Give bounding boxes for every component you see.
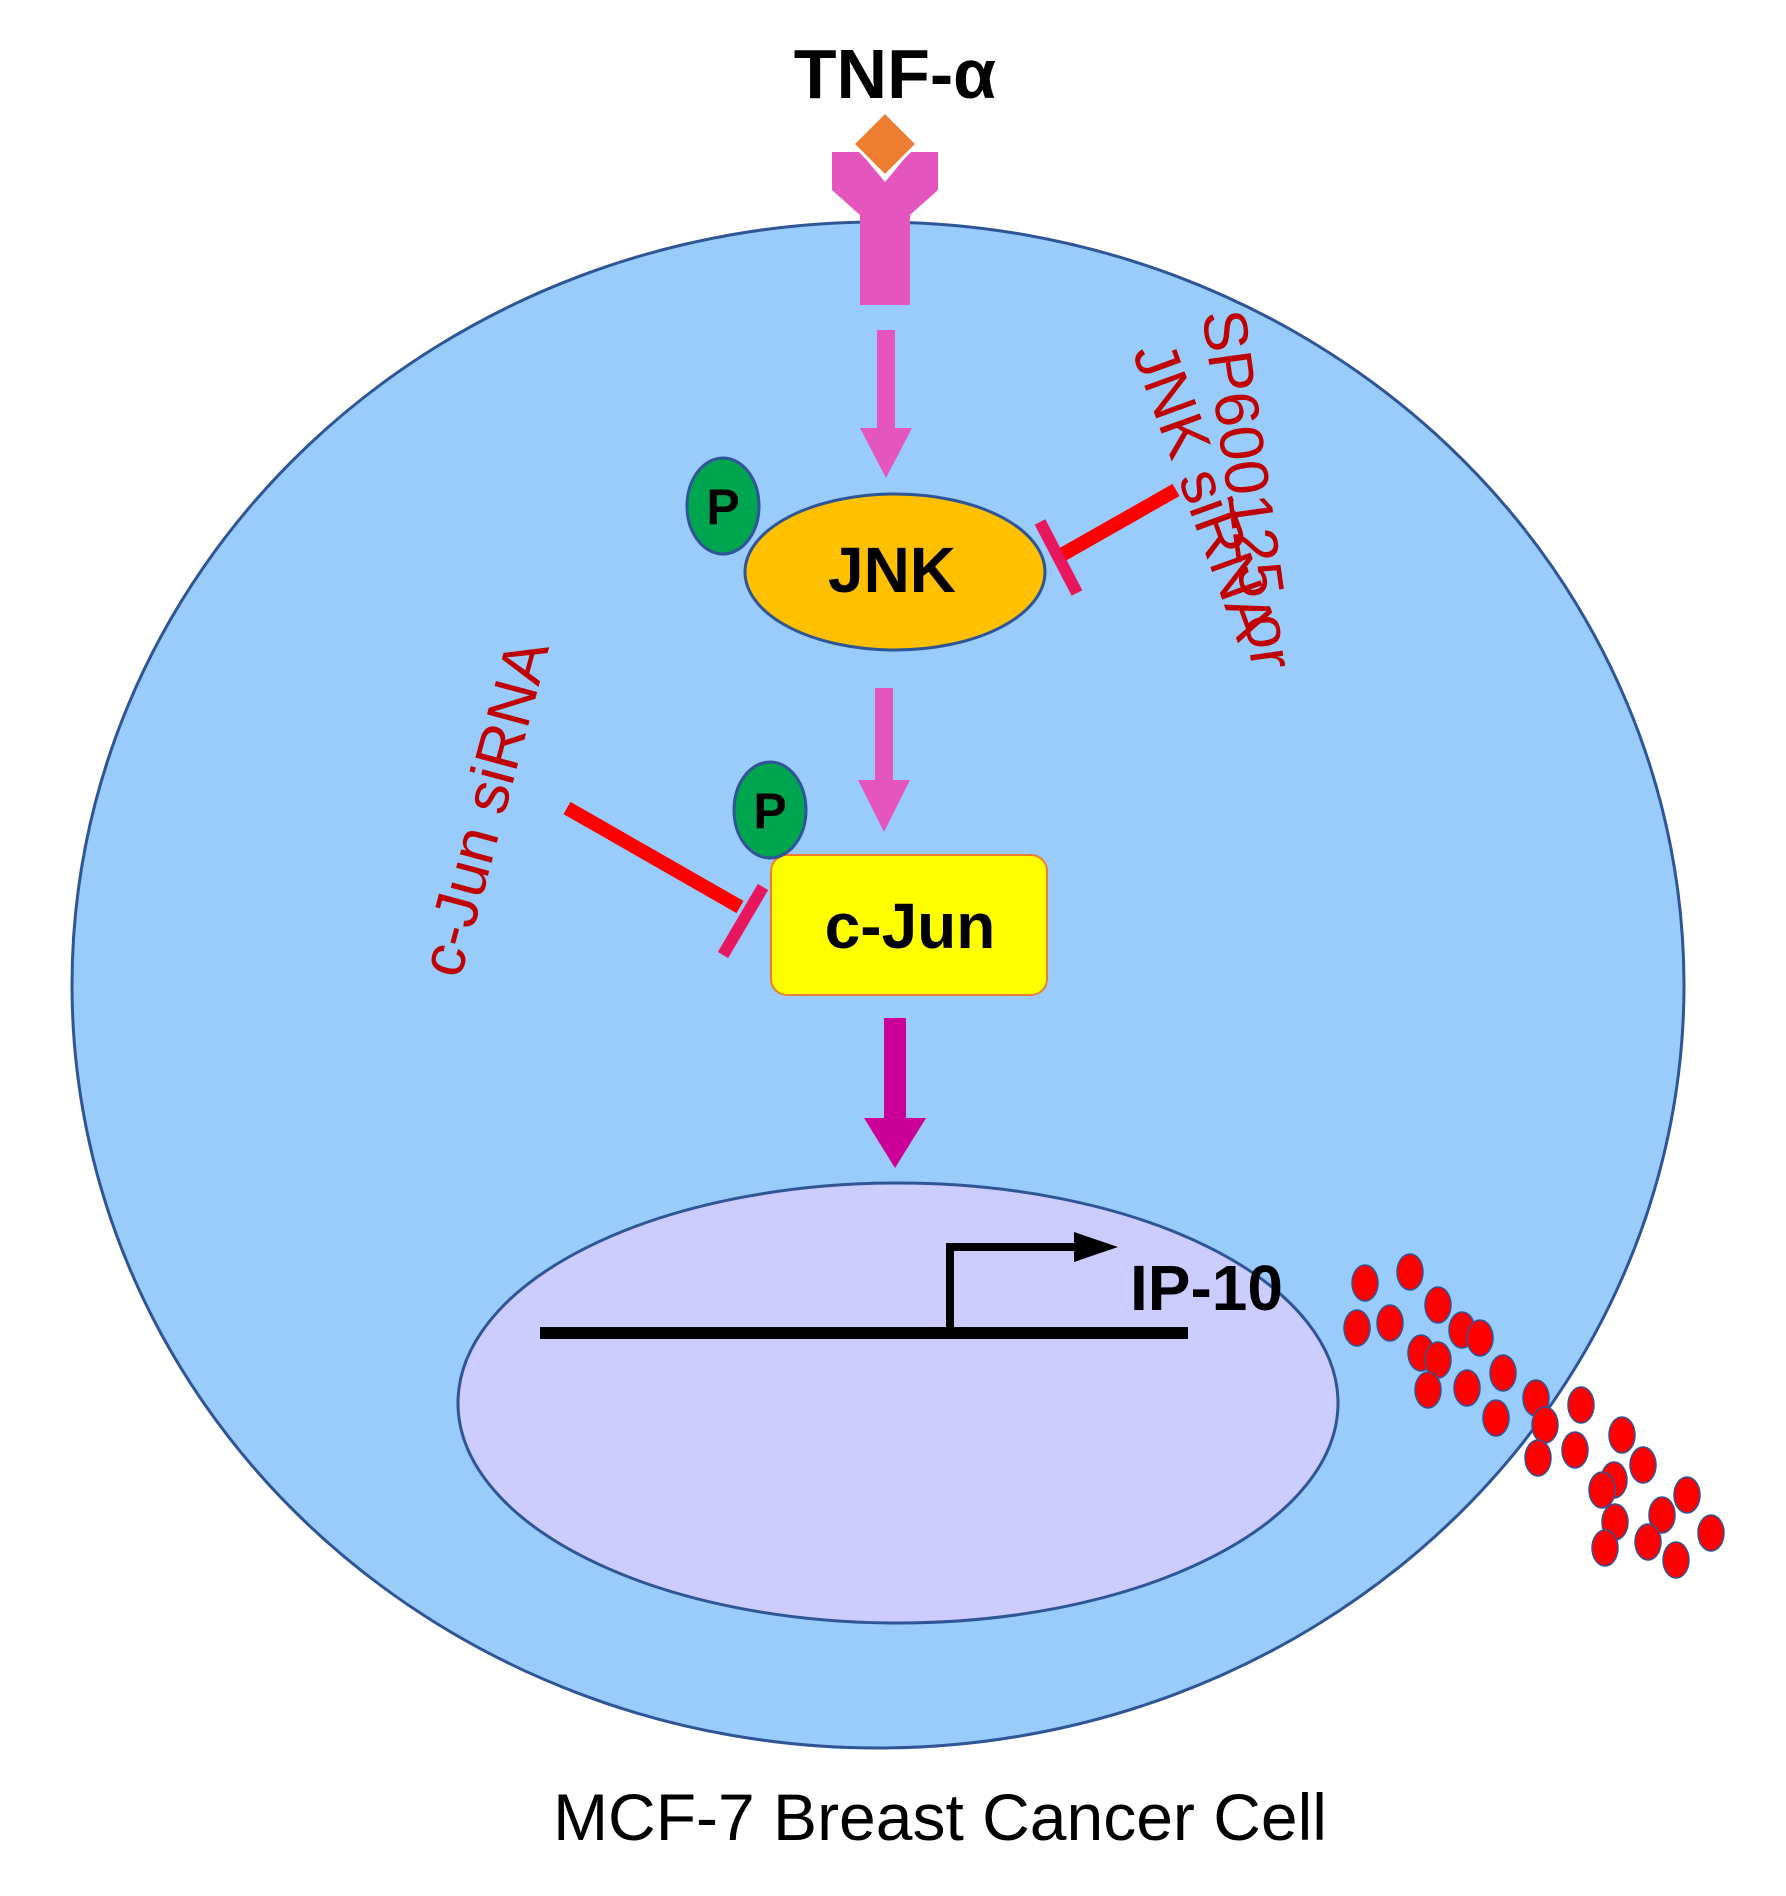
secreted-protein-dot — [1453, 1369, 1481, 1407]
secreted-protein-dot — [1424, 1286, 1452, 1324]
secreted-protein-dot — [1697, 1514, 1725, 1552]
cell-caption: MCF-7 Breast Cancer Cell — [553, 1780, 1327, 1854]
tnf-receptor — [832, 152, 938, 305]
arrow-jnk-to-cjun — [858, 688, 910, 832]
secreted-protein-dot — [1351, 1264, 1379, 1302]
secreted-protein-dot — [1466, 1319, 1494, 1357]
secreted-ip10-dots — [1343, 1253, 1725, 1579]
secreted-protein-dot — [1414, 1371, 1442, 1409]
tnf-alpha-ligand-diamond — [850, 109, 920, 179]
jnk-phospho-circle — [685, 456, 761, 556]
secreted-protein-dot — [1489, 1354, 1517, 1392]
secreted-protein-dot — [1591, 1529, 1619, 1567]
secreted-protein-dot — [1567, 1386, 1595, 1424]
jnk-inhibition-bar — [1034, 483, 1180, 596]
arrow-cjun-to-nucleus — [864, 1018, 926, 1168]
secreted-protein-dot — [1531, 1406, 1559, 1444]
secreted-protein-dot — [1396, 1253, 1424, 1291]
secreted-protein-dot — [1524, 1439, 1552, 1477]
secreted-protein-dot — [1673, 1476, 1701, 1514]
nucleus — [456, 1181, 1340, 1625]
secreted-protein-dot — [1629, 1446, 1657, 1484]
cjun-label: c-Jun — [825, 890, 996, 962]
jnk-node — [743, 492, 1047, 652]
secreted-protein-dot — [1561, 1431, 1589, 1469]
jnk-label: JNK — [828, 534, 956, 606]
secreted-protein-dot — [1662, 1541, 1690, 1579]
secreted-protein-dot — [1343, 1309, 1371, 1347]
secreted-protein-dot — [1376, 1304, 1404, 1342]
secreted-protein-dot — [1634, 1523, 1662, 1561]
cjun-phospho-circle — [732, 760, 808, 860]
secreted-protein-dot — [1588, 1471, 1616, 1509]
tnf-alpha-label: TNF-α — [794, 35, 996, 113]
arrow-receptor-to-jnk — [860, 330, 912, 478]
transcription-start-arrow — [946, 1232, 1118, 1333]
cjun-node — [770, 854, 1048, 996]
jnk-phospho-label: P — [706, 479, 739, 535]
cjun-inhibition-bar — [563, 801, 769, 959]
ip10-gene-label: IP-10 — [1130, 1252, 1283, 1324]
secreted-protein-dot — [1648, 1496, 1676, 1534]
cjun-phospho-label: P — [753, 783, 786, 839]
secreted-protein-dot — [1482, 1399, 1510, 1437]
secreted-protein-dot — [1608, 1416, 1636, 1454]
